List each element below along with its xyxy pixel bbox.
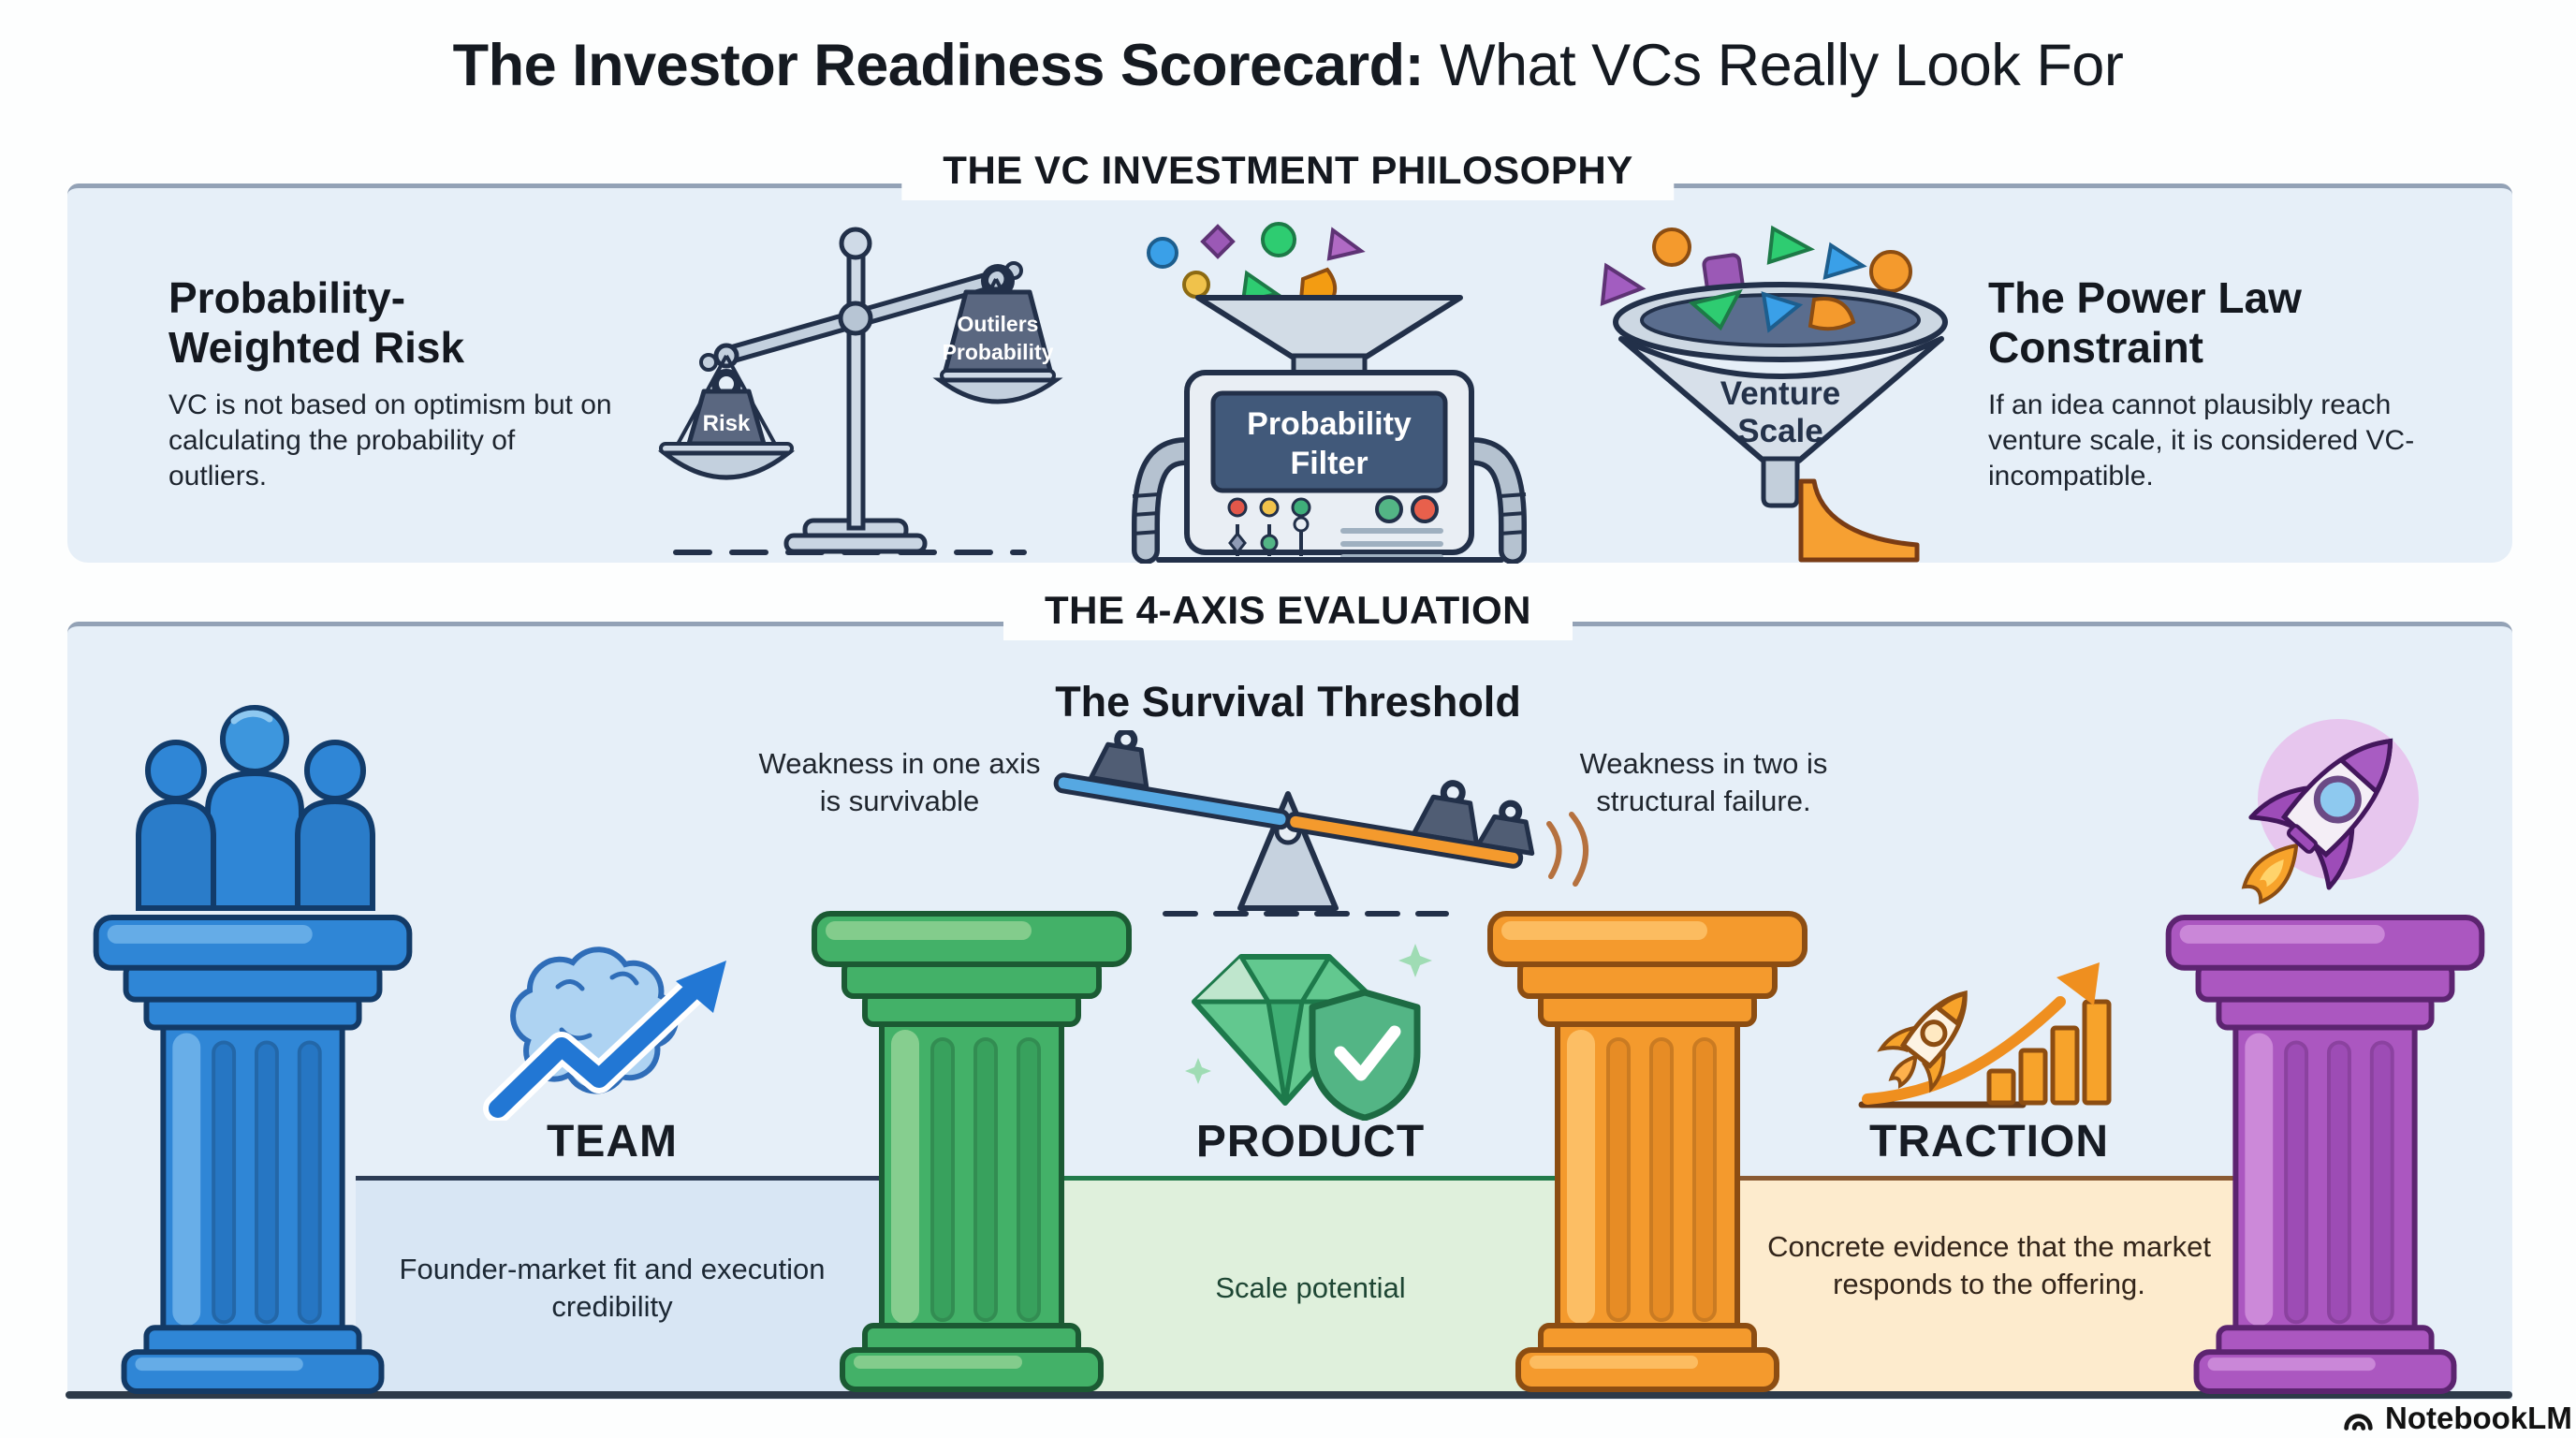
notebooklm-wordmark: NotebookLM <box>2385 1401 2572 1435</box>
scale-right-pan <box>932 377 1063 404</box>
product-description: Scale potential <box>1215 1271 1406 1304</box>
traction-rocket-chart-icon <box>1858 962 2112 1108</box>
product-axis-label: PRODUCT <box>1195 1117 1426 1167</box>
probability-weighted-risk-body: VC is not based on optimism but on calcu… <box>168 389 612 492</box>
power-law-constraint-body: If an idea cannot plausibly reach ventur… <box>1988 389 2415 492</box>
machine-button-green <box>1375 495 1403 523</box>
team-people-icon <box>136 705 375 911</box>
growth-arrow <box>489 981 702 1118</box>
venture-scale-funnel-illustration: Venture Scale <box>1600 225 1948 563</box>
seesaw-illustration <box>1053 730 1588 917</box>
probability-weighted-risk-heading: Probability- Weighted Risk <box>168 273 637 373</box>
machine-funnel <box>1195 295 1463 360</box>
page-title: The Investor Readiness Scorecard: What V… <box>0 32 2576 99</box>
machine-light-red <box>1227 497 1248 518</box>
evaluation-header: THE 4-AXIS EVALUATION <box>1003 580 1573 640</box>
machine-light-yellow <box>1259 497 1280 518</box>
growth-arrowhead <box>2056 962 2100 1005</box>
philosophy-header: THE VC INVESTMENT PHILOSOPHY <box>901 140 1675 200</box>
product-pillar <box>805 904 1138 1395</box>
power-law-constraint-heading: The Power Law Constraint <box>1988 273 2475 373</box>
team-axis-label: TEAM <box>547 1117 678 1167</box>
mini-rocket-flame <box>1888 1054 1918 1090</box>
heading-line: Probability- <box>168 273 406 322</box>
mini-rocket-nose <box>1934 990 1968 1027</box>
seesaw-fulcrum <box>1237 791 1339 911</box>
funnel-cone <box>1618 336 1944 463</box>
fourth-pillar <box>2159 910 2492 1395</box>
machine-light-green <box>1291 497 1311 518</box>
risk-weight-label: Risk <box>703 411 751 436</box>
probability-filter-machine-illustration: Probability Filter <box>1132 222 1527 564</box>
traction-description: Concrete evidence that the market respon… <box>1767 1230 2211 1300</box>
balance-scale-illustration: Risk Outilers Probability <box>657 227 1063 555</box>
weakness-one-note: Weakness in one axis is survivable <box>758 747 1041 817</box>
funnel-label-line2: Scale <box>1737 413 1822 449</box>
heading-line: Weighted Risk <box>168 323 465 372</box>
mini-rocket-window <box>1920 1020 1948 1048</box>
team-description: Founder-market fit and execution credibi… <box>399 1253 826 1323</box>
growth-arrowhead <box>676 961 726 1013</box>
vibration-arc <box>1546 821 1562 879</box>
shield <box>1309 989 1421 1121</box>
seesaw-right-plank <box>1285 811 1524 869</box>
rocket-nose <box>2337 738 2393 796</box>
team-brain-arrow-icon <box>483 946 726 1121</box>
growth-curve <box>1862 996 2066 1105</box>
shape-orange-blob-inside <box>1808 297 1856 331</box>
heading-line: Constraint <box>1988 323 2203 372</box>
shape-orange-circle <box>1652 227 1691 267</box>
shape-green-triangle <box>1766 225 1816 265</box>
sparkle <box>1398 944 1432 977</box>
seesaw-left-plank <box>1053 772 1291 830</box>
shape-purple-triangle <box>1326 227 1366 261</box>
probability-weighted-risk-block: Probability- Weighted Risk VC is not bas… <box>168 273 637 494</box>
watermark: NotebookLM <box>2340 1401 2572 1436</box>
funnel-spout <box>1761 456 1800 508</box>
shape-green-triangle-inside <box>1688 289 1743 331</box>
survival-threshold-subheader: The Survival Threshold <box>1055 678 1521 726</box>
shape-blue-triangle <box>1822 242 1867 280</box>
vision-rocket-icon <box>2241 719 2419 905</box>
traction-pillar <box>1481 904 1814 1395</box>
product-gem-shield-icon <box>1185 944 1432 1121</box>
ground-line <box>66 1391 2512 1399</box>
chart-bars <box>1986 999 2112 1106</box>
rocket-nozzle <box>2286 824 2319 854</box>
power-law-curve <box>1798 478 1920 563</box>
shape-blue-triangle-inside <box>1761 291 1804 333</box>
scale-finial <box>839 227 872 260</box>
funnel-label-line1: Venture <box>1720 375 1840 412</box>
outliers-weight-label-line1: Outilers <box>958 312 1039 336</box>
sparkle <box>1185 1058 1211 1084</box>
shape-blue-circle <box>1147 237 1178 269</box>
power-law-constraint-block: The Power Law Constraint If an idea cann… <box>1988 273 2475 494</box>
shape-orange-circle <box>1869 250 1912 293</box>
machine-button-red <box>1411 495 1439 523</box>
team-pillar <box>86 910 419 1395</box>
checkmark <box>1334 1025 1401 1081</box>
machine-screen <box>1210 390 1448 493</box>
page-title-bold: The Investor Readiness Scorecard: <box>452 33 1425 98</box>
page-title-regular: What VCs Really Look For <box>1424 33 2124 98</box>
outliers-weight-label-line2: Probability <box>943 340 1054 364</box>
shape-purple-diamond <box>1200 224 1236 259</box>
machine-label-line2: Filter <box>1290 446 1368 481</box>
heading-line: The Power Law <box>1988 273 2302 322</box>
seesaw-right-weight-2 <box>1476 814 1535 857</box>
traction-axis-label: TRACTION <box>1869 1117 2109 1167</box>
rocket-window <box>2313 775 2362 824</box>
shape-green-circle <box>1261 222 1296 257</box>
shape-purple-triangle <box>1600 262 1647 307</box>
weakness-two-note: Weakness in two is structural failure. <box>1579 747 1828 817</box>
vibration-arc <box>1569 812 1588 887</box>
scale-left-pan <box>657 450 796 480</box>
scale-pivot <box>838 301 873 336</box>
notebooklm-logo-icon <box>2344 1414 2373 1431</box>
machine-label-line1: Probability <box>1247 406 1412 442</box>
shape-yellow-circle <box>1182 271 1210 299</box>
